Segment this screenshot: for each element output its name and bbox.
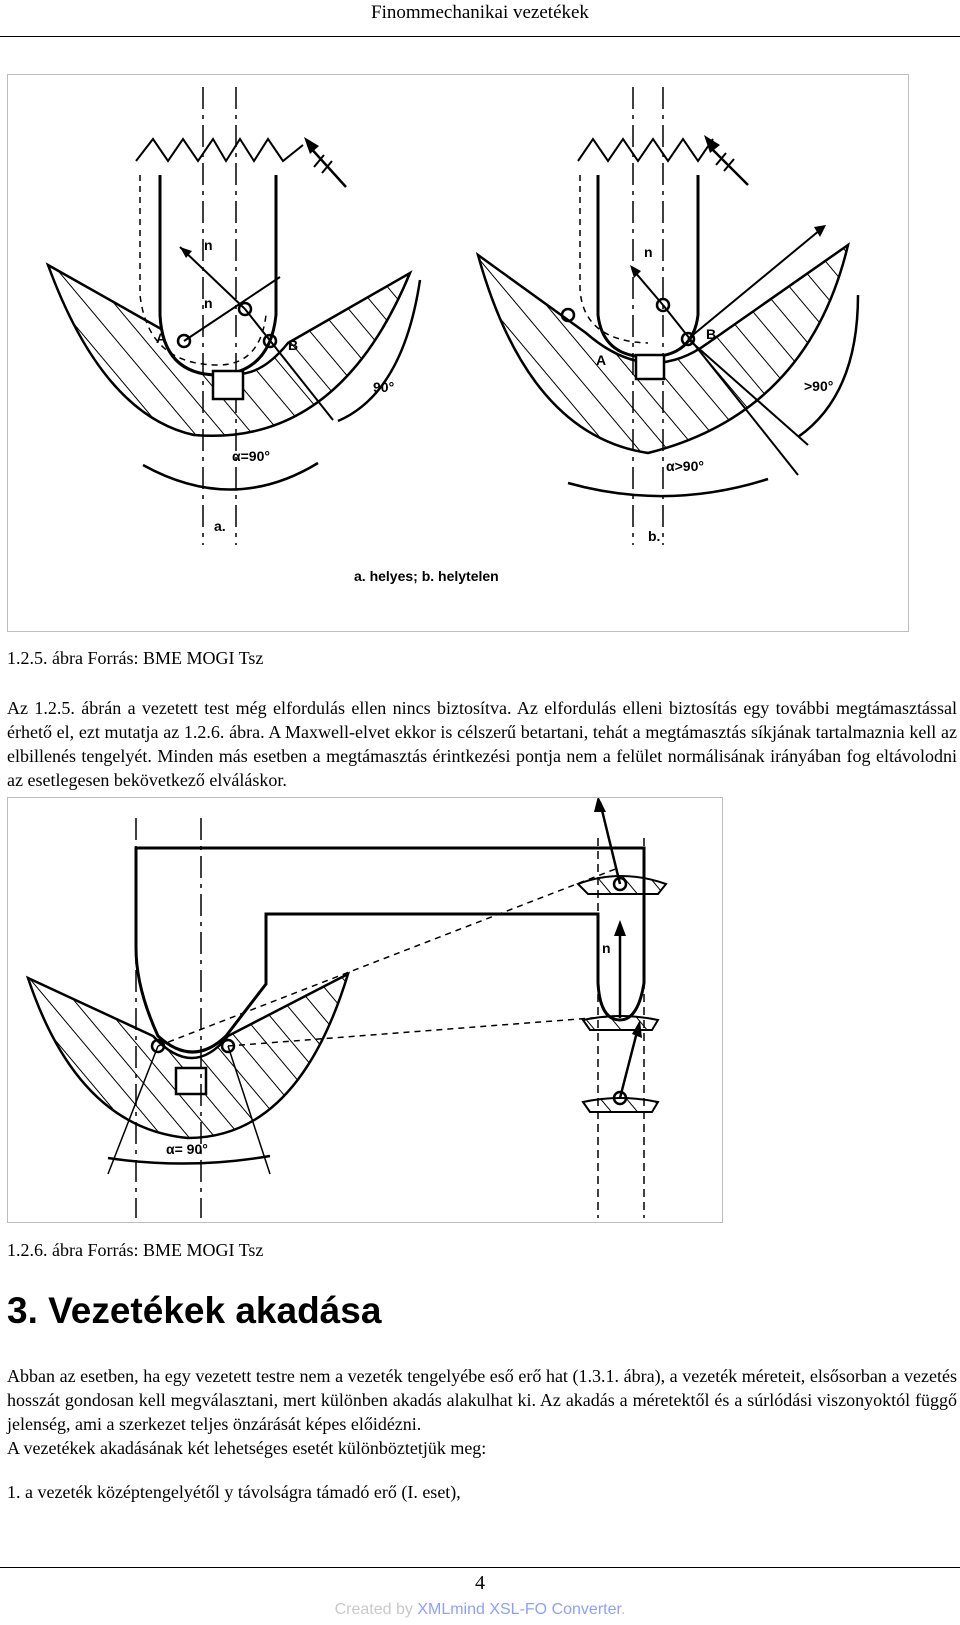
label-n-lower-a: n (204, 295, 213, 311)
label-alpha-b: α>90° (666, 458, 704, 474)
figure-1-2-5-drawing: n n A B 90° α=90° a. (45, 87, 860, 584)
label-n-upper-a: n (204, 237, 213, 253)
label-point-b-left: B (288, 337, 298, 353)
credit-brand-link[interactable]: XMLmind XSL-FO Converter (417, 1601, 621, 1618)
label-point-a-left: A (156, 330, 166, 346)
credit-suffix: . (620, 1601, 626, 1618)
body-paragraph-3: A vezetékek akadásának két lehetséges es… (7, 1438, 487, 1458)
label-angle-gt90-b: >90° (804, 378, 833, 394)
figure-1-2-5: n n A B 90° α=90° a. (7, 74, 909, 632)
figure-1-2-6: n α= 90° (7, 797, 723, 1223)
figure-1-2-6-drawing: n α= 90° (25, 798, 668, 1218)
label-alpha-a: α=90° (232, 448, 270, 464)
label-alpha-fig2: α= 90° (166, 1141, 208, 1157)
label-n-fig2: n (602, 940, 611, 956)
page-number: 4 (475, 1572, 485, 1594)
diagram-b: n A B >90° α>90° b. (475, 87, 860, 545)
generator-credit: Created by XMLmind XSL-FO Converter. (0, 1601, 960, 1619)
label-sub-a: a. (214, 518, 226, 534)
credit-prefix: Created by (334, 1601, 418, 1618)
body-paragraph-1: Az 1.2.5. ábrán a vezetett test még elfo… (7, 698, 957, 790)
footer-rule (0, 1567, 960, 1568)
label-angle-90-a: 90° (373, 379, 394, 395)
body-paragraph-2: Abban az esetben, ha egy vezetett testre… (7, 1366, 957, 1434)
diagram-a: n n A B 90° α=90° a. (45, 87, 422, 545)
figure-1-2-6-caption: 1.2.6. ábra Forrás: BME MOGI Tsz (7, 1240, 264, 1260)
label-n-b: n (644, 244, 653, 260)
header-title: Finommechanikai vezetékek (371, 2, 589, 23)
figure-legend: a. helyes; b. helytelen (354, 568, 499, 584)
label-point-a-right: A (596, 352, 606, 368)
figure-1-2-5-caption: 1.2.5. ábra Forrás: BME MOGI Tsz (7, 648, 264, 668)
label-point-b-right: B (706, 326, 716, 342)
section-heading: 3. Vezetékek akadása (7, 1290, 382, 1331)
running-header: Finommechanikai vezetékek (0, 0, 960, 37)
list-item-1: 1. a vezeték középtengelyétől y távolság… (7, 1482, 461, 1502)
label-sub-b: b. (648, 528, 660, 544)
